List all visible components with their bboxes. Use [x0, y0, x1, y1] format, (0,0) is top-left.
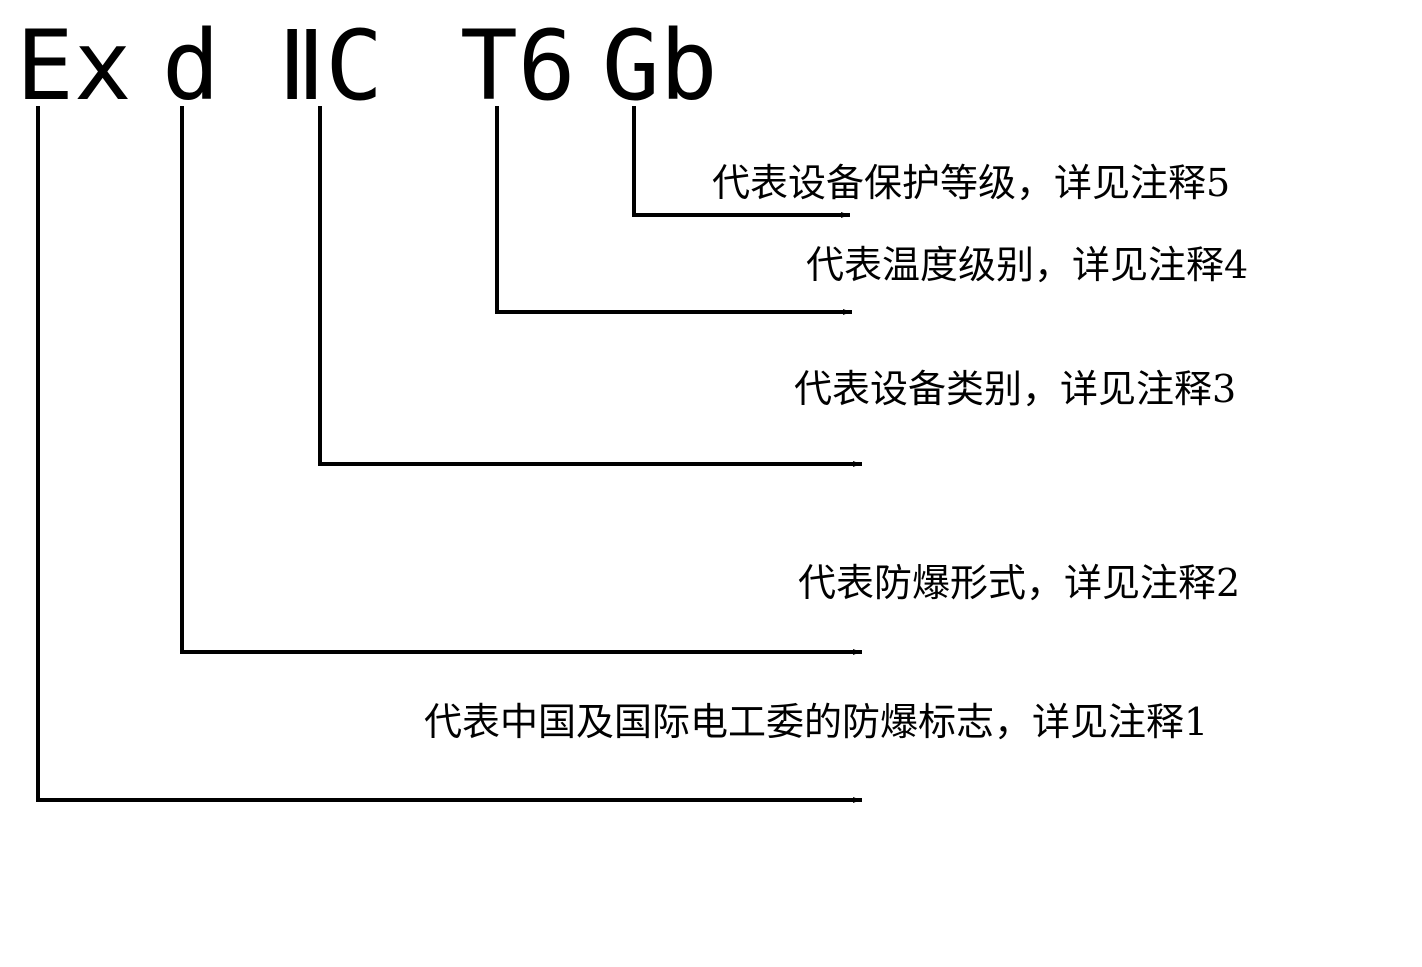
- marking-protection-level: Gb: [602, 10, 718, 122]
- leader-ex: [36, 106, 862, 803]
- leader-protection-level: [632, 106, 850, 218]
- marking-equipment-group: ⅡC: [278, 10, 384, 122]
- leader-protection-type: [180, 106, 862, 655]
- annotation-protection-level: 代表设备保护等级，详见注释5: [712, 161, 1231, 205]
- annotation-ex: 代表中国及国际电工委的防爆标志，详见注释1: [424, 700, 1209, 744]
- annotation-protection-type: 代表防爆形式，详见注释2: [798, 561, 1241, 605]
- marking-temperature-class: T6: [460, 10, 576, 122]
- annotation-equipment-group: 代表设备类别，详见注释3: [794, 367, 1237, 411]
- leader-temperature-class: [495, 106, 852, 315]
- marking-protection-type: d: [162, 10, 220, 122]
- annotation-temperature-class: 代表温度级别，详见注释4: [806, 243, 1249, 287]
- leader-equipment-group: [318, 106, 862, 467]
- marking-ex: Ex: [16, 10, 132, 122]
